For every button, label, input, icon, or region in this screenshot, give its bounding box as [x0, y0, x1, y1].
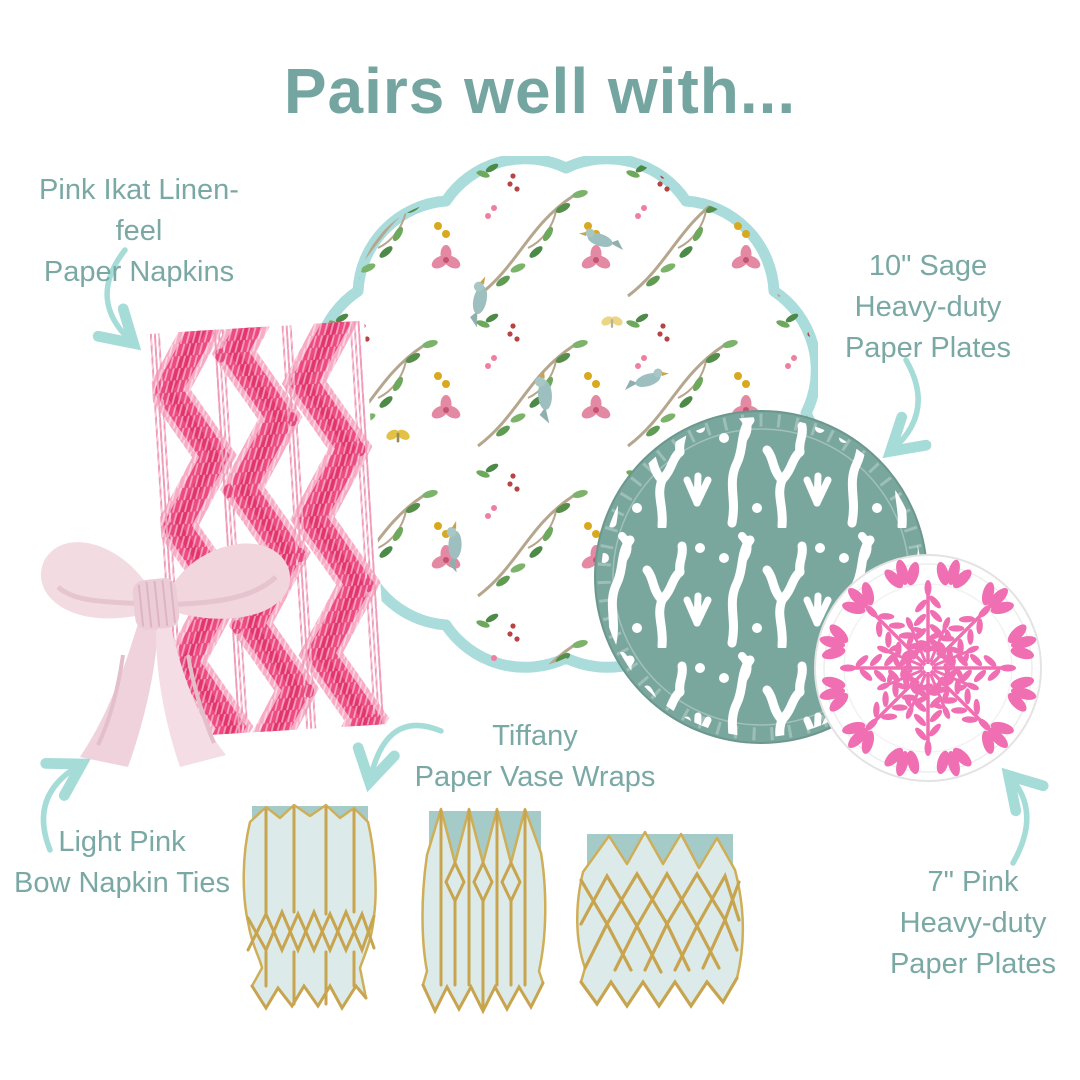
label-pink-plates-line2: Heavy-duty — [899, 907, 1047, 939]
label-pink-plates: 7" Pink Heavy-duty Paper Plates — [853, 862, 1080, 985]
label-napkins-line1: Pink Ikat Linen-feel — [39, 174, 239, 247]
pink-paper-plate — [814, 554, 1042, 782]
label-pink-plates-line1: 7" Pink — [927, 866, 1019, 898]
label-bow-ties: Light Pink Bow Napkin Ties — [2, 822, 242, 904]
label-vase-wraps-line1: Tiffany — [492, 720, 578, 752]
label-vase-wraps-line2: Paper Vase Wraps — [414, 761, 656, 793]
paper-vase-wrap-1 — [242, 803, 377, 1011]
arrow-to-pink-plates — [1010, 777, 1027, 866]
pink-ikat-napkin — [148, 320, 390, 738]
label-bow-ties-line1: Light Pink — [58, 826, 186, 858]
label-sage-plates-line3: Paper Plates — [844, 332, 1012, 364]
paper-vase-wrap-2 — [421, 807, 547, 1015]
label-pink-plates-line3: Paper Plates — [889, 948, 1057, 980]
label-napkins-line2: Paper Napkins — [43, 256, 235, 288]
label-vase-wraps: Tiffany Paper Vase Wraps — [385, 716, 685, 798]
paper-vase-wrap-3 — [576, 830, 745, 1009]
label-sage-plates-line1: 10" Sage — [868, 250, 988, 282]
light-pink-bow — [40, 542, 291, 767]
label-sage-plates-line2: Heavy-duty — [854, 291, 1002, 323]
label-sage-plates: 10" Sage Heavy-duty Paper Plates — [818, 246, 1038, 369]
page-title: Pairs well with... — [283, 55, 797, 127]
label-bow-ties-line2: Bow Napkin Ties — [14, 867, 230, 899]
label-napkins: Pink Ikat Linen-feel Paper Napkins — [18, 170, 260, 293]
